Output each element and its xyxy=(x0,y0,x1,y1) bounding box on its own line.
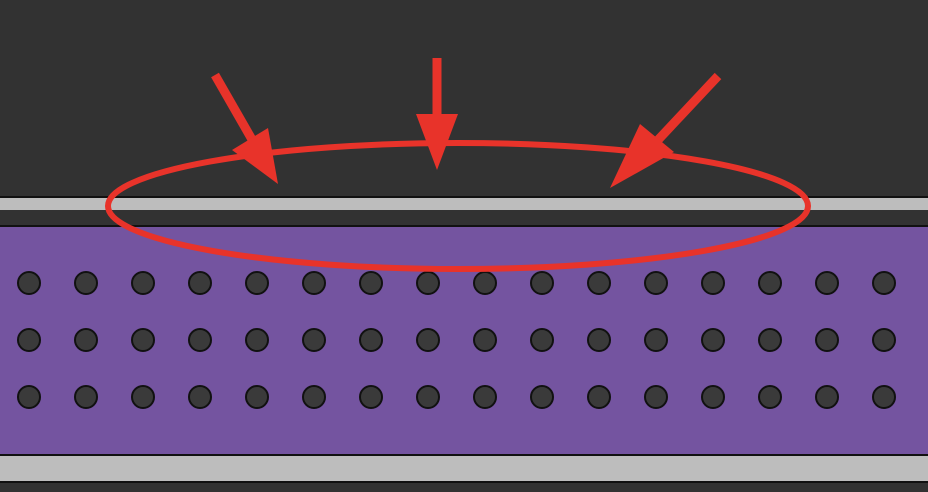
panel-hole xyxy=(302,328,326,352)
panel-hole xyxy=(758,385,782,409)
rail-top-edge xyxy=(0,196,928,198)
panel-hole xyxy=(530,328,554,352)
panel-hole xyxy=(359,271,383,295)
panel-hole xyxy=(473,385,497,409)
arrow-right xyxy=(610,72,722,188)
bottom-rail xyxy=(0,456,928,483)
panel-hole xyxy=(131,385,155,409)
panel-hole xyxy=(188,271,212,295)
panel-hole xyxy=(815,385,839,409)
panel-hole xyxy=(815,271,839,295)
panel-hole xyxy=(473,328,497,352)
panel-hole xyxy=(644,271,668,295)
panel-hole xyxy=(245,385,269,409)
arrow-center xyxy=(416,58,458,170)
panel-hole xyxy=(416,328,440,352)
panel-hole xyxy=(758,271,782,295)
panel-hole xyxy=(587,271,611,295)
panel-hole xyxy=(587,328,611,352)
top-rail xyxy=(0,198,928,210)
panel-hole xyxy=(131,328,155,352)
dark-background-top xyxy=(0,0,928,196)
panel-hole xyxy=(17,385,41,409)
panel-hole xyxy=(188,385,212,409)
panel-hole xyxy=(302,385,326,409)
panel-hole xyxy=(74,385,98,409)
panel-hole xyxy=(872,271,896,295)
panel-hole xyxy=(701,328,725,352)
panel-hole xyxy=(644,385,668,409)
panel-hole xyxy=(245,328,269,352)
panel-hole xyxy=(530,385,554,409)
panel-hole xyxy=(758,328,782,352)
arrow-left xyxy=(211,72,278,184)
panel-hole xyxy=(416,271,440,295)
panel-hole xyxy=(17,271,41,295)
panel-hole xyxy=(587,385,611,409)
dark-background-bottom xyxy=(0,483,928,492)
panel-hole xyxy=(131,271,155,295)
panel-hole xyxy=(359,328,383,352)
panel-hole xyxy=(644,328,668,352)
panel-hole xyxy=(701,271,725,295)
panel-hole xyxy=(416,385,440,409)
panel-hole xyxy=(359,385,383,409)
panel-hole xyxy=(473,271,497,295)
panel-hole xyxy=(701,385,725,409)
panel-hole xyxy=(530,271,554,295)
panel-hole xyxy=(245,271,269,295)
panel-hole xyxy=(74,328,98,352)
panel-hole xyxy=(74,271,98,295)
highlight-ellipse xyxy=(105,140,811,272)
panel-hole xyxy=(872,328,896,352)
panel-hole xyxy=(188,328,212,352)
panel-hole xyxy=(302,271,326,295)
panel-hole xyxy=(815,328,839,352)
panel-hole xyxy=(17,328,41,352)
rail-gap xyxy=(0,210,928,227)
panel-hole xyxy=(872,385,896,409)
